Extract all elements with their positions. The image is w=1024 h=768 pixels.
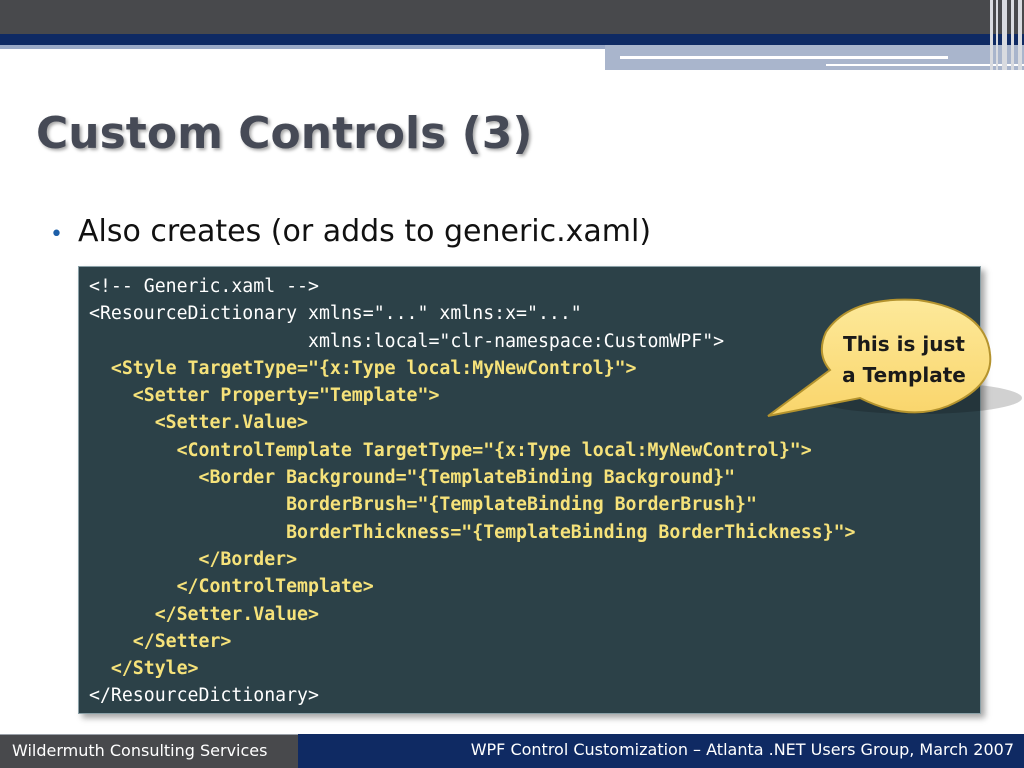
code-line: <ResourceDictionary xmlns="..." xmlns:x=… xyxy=(89,303,582,325)
header-accent-line xyxy=(826,64,1024,66)
header-light-stripe xyxy=(0,45,605,49)
code-line: BorderBrush="{TemplateBinding BorderBrus… xyxy=(89,494,757,516)
slide-title: Custom Controls (3) xyxy=(36,108,533,159)
footer-company: Wildermuth Consulting Services xyxy=(12,741,268,760)
header-vertical-bar xyxy=(990,0,993,70)
bullet-text: Also creates (or adds to generic.xaml) xyxy=(78,214,652,249)
code-line: </Setter.Value> xyxy=(89,603,319,625)
code-line: <Setter.Value> xyxy=(89,412,308,434)
code-line: <ControlTemplate TargetType="{x:Type loc… xyxy=(89,439,812,461)
header-band xyxy=(0,0,1024,34)
code-line: <Style TargetType="{x:Type local:MyNewCo… xyxy=(89,357,637,379)
code-line: </ResourceDictionary> xyxy=(89,685,319,707)
bullet-item: • Also creates (or adds to generic.xaml) xyxy=(50,214,651,249)
code-line: xmlns:local="clr-namespace:CustomWPF"> xyxy=(89,330,725,352)
code-line: <Border Background="{TemplateBinding Bac… xyxy=(89,467,736,489)
code-line: </ControlTemplate> xyxy=(89,576,374,598)
footer-left: Wildermuth Consulting Services xyxy=(0,734,298,768)
header-vertical-bar xyxy=(1002,0,1007,70)
bullet-dot-icon: • xyxy=(50,222,63,247)
callout-line: This is just xyxy=(843,332,965,356)
header-accent-line xyxy=(620,56,948,59)
code-line: <!-- Generic.xaml --> xyxy=(89,276,319,297)
callout-bubble: This is just a Template xyxy=(767,298,1024,438)
code-line: </Setter> xyxy=(89,630,232,652)
code-line: </Border> xyxy=(89,548,298,570)
header-navy-stripe xyxy=(0,34,1024,45)
callout-line: a Template xyxy=(842,363,966,387)
callout-text: This is just a Template xyxy=(830,329,978,391)
code-line: </Style> xyxy=(89,658,199,680)
footer-right: WPF Control Customization – Atlanta .NET… xyxy=(298,734,1024,768)
footer-presentation-info: WPF Control Customization – Atlanta .NET… xyxy=(470,740,1014,759)
code-line: BorderThickness="{TemplateBinding Border… xyxy=(89,521,856,543)
header-vertical-bar xyxy=(1011,0,1014,70)
code-line: <Setter Property="Template"> xyxy=(89,385,440,407)
header-vertical-bar xyxy=(1018,0,1022,70)
header-vertical-bar xyxy=(996,0,998,70)
callout-shape xyxy=(767,298,1022,417)
